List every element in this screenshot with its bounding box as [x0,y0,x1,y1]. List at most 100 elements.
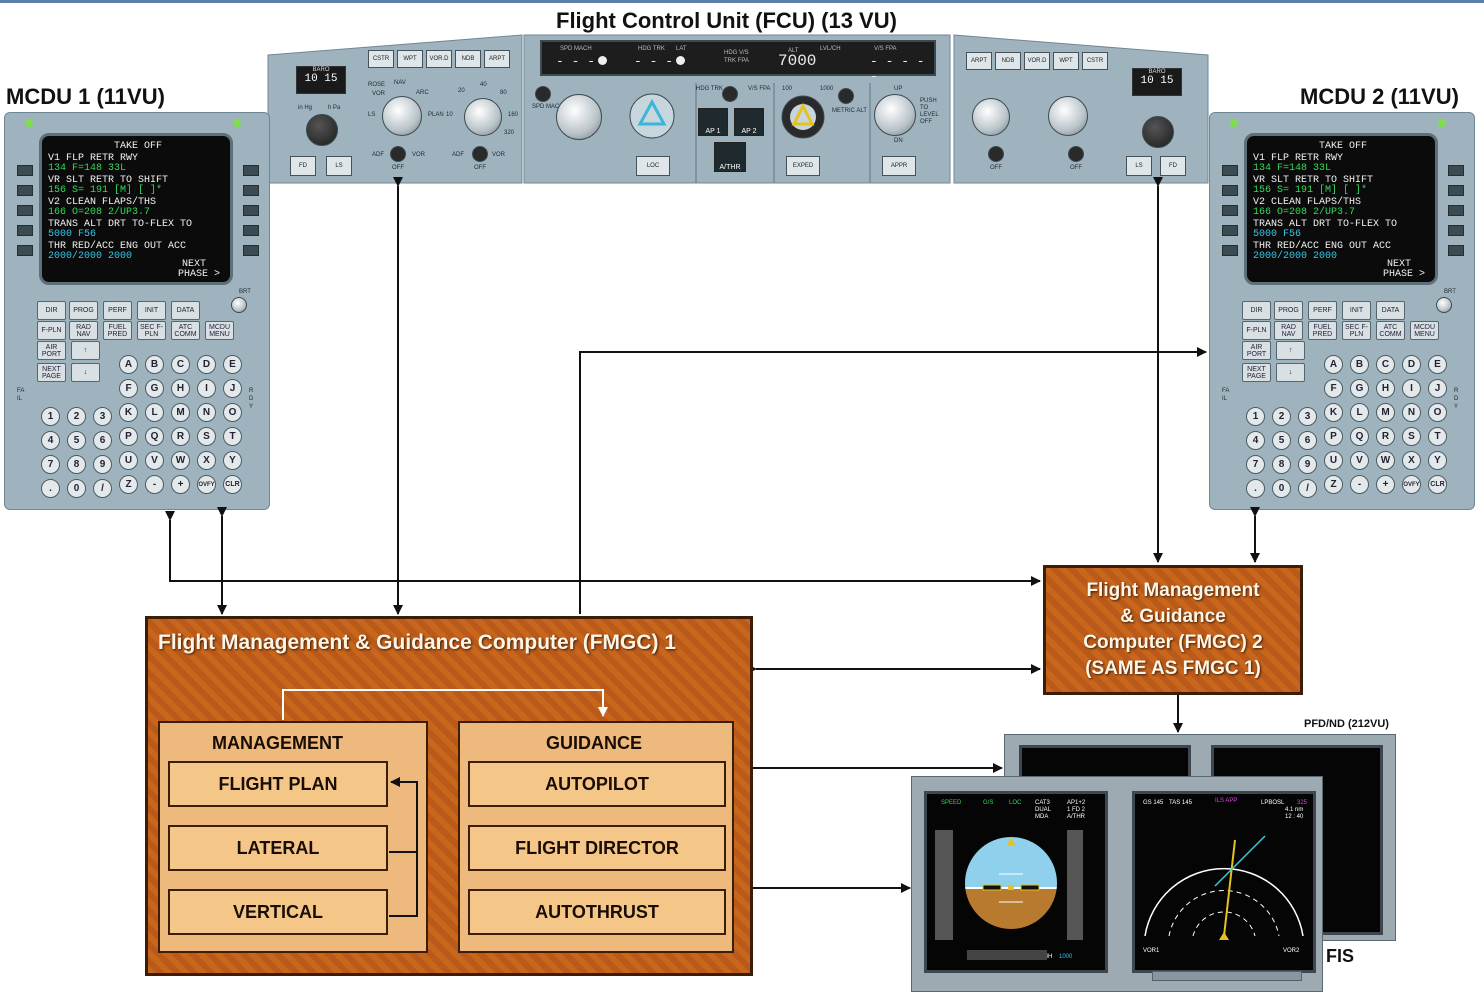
mcdu2-key-d[interactable]: D [1402,355,1421,374]
mcdu2-key-dot[interactable]: . [1246,479,1265,498]
mcdu2-key-l[interactable]: L [1350,403,1369,422]
mcdu2-key-slash[interactable]: / [1298,479,1317,498]
mcdu2-key-clr[interactable]: CLR [1428,475,1447,494]
mcdu2-brightness-knob[interactable] [1436,297,1452,313]
mcdu2-key-f[interactable]: F [1324,379,1343,398]
mcdu2-secfpln-key[interactable]: SEC F-PLN [1342,321,1371,340]
mcdu2-key-y[interactable]: Y [1428,451,1447,470]
mcdu2-key-i[interactable]: I [1402,379,1421,398]
mcdu1-lsk-1r[interactable] [243,165,259,176]
mcdu1-lsk-2r[interactable] [243,185,259,196]
wpt-button-left[interactable]: WPT [397,50,423,68]
mcdu1-airport-key[interactable]: AIR PORT [37,341,66,360]
mcdu1-key-0[interactable]: 0 [67,479,86,498]
baro-knob-right[interactable] [1142,116,1174,148]
mcdu1-key-b[interactable]: B [145,355,164,374]
mcdu1-key-d[interactable]: D [197,355,216,374]
mcdu2-key-e[interactable]: E [1428,355,1447,374]
metric-alt-button[interactable] [838,88,854,104]
mcdu1-key-v[interactable]: V [145,451,164,470]
nd-range-knob-left[interactable] [464,98,502,136]
mcdu1-lsk-3l[interactable] [17,205,33,216]
vord-button-right[interactable]: VOR.D [1024,52,1050,70]
mcdu1-key-k[interactable]: K [119,403,138,422]
mcdu1-key-w[interactable]: W [171,451,190,470]
mcdu2-key-6[interactable]: 6 [1298,431,1317,450]
mcdu1-key-3[interactable]: 3 [93,407,112,426]
mcdu2-lsk-1l[interactable] [1222,165,1238,176]
mcdu2-fuelpred-key[interactable]: FUEL PRED [1308,321,1337,340]
mcdu1-key-dot[interactable]: . [41,479,60,498]
wpt-button-right[interactable]: WPT [1053,52,1079,70]
cstr-button-left[interactable]: CSTR [368,50,394,68]
mcdu1-radnav-key[interactable]: RAD NAV [69,321,98,340]
mcdu1-fuelpred-key[interactable]: FUEL PRED [103,321,132,340]
mcdu2-key-k[interactable]: K [1324,403,1343,422]
mcdu1-nextpage-key[interactable]: NEXT PAGE [37,363,66,382]
loc-button[interactable]: LOC [636,156,670,176]
mcdu1-key-l[interactable]: L [145,403,164,422]
exped-button[interactable]: EXPED [786,156,820,176]
mcdu1-key-slash[interactable]: / [93,479,112,498]
mcdu1-up-arrow-key[interactable]: ↑ [71,341,100,360]
mcdu1-down-arrow-key[interactable]: ↓ [71,363,100,382]
mcdu1-key-5[interactable]: 5 [67,431,86,450]
mcdu2-key-g[interactable]: G [1350,379,1369,398]
mcdu2-key-t[interactable]: T [1428,427,1447,446]
mcdu1-key-ovfy[interactable]: OVFY [197,475,216,494]
mcdu2-key-3[interactable]: 3 [1298,407,1317,426]
ls-button-left[interactable]: LS [326,156,352,176]
mcdu1-key-q[interactable]: Q [145,427,164,446]
mcdu1-secfpln-key[interactable]: SEC F-PLN [137,321,166,340]
mcdu2-key-1[interactable]: 1 [1246,407,1265,426]
mcdu1-key-2[interactable]: 2 [67,407,86,426]
mcdu1-key-m[interactable]: M [171,403,190,422]
mcdu1-key-h[interactable]: H [171,379,190,398]
mcdu2-dir-key[interactable]: DIR [1242,301,1271,320]
mcdu1-key-8[interactable]: 8 [67,455,86,474]
ap2-button[interactable]: AP 2 [734,108,764,136]
arpt-button-right[interactable]: ARPT [966,52,992,70]
mcdu2-mcdumenu-key[interactable]: MCDU MENU [1410,321,1439,340]
mcdu2-key-n[interactable]: N [1402,403,1421,422]
mcdu2-key-2[interactable]: 2 [1272,407,1291,426]
mcdu1-key-i[interactable]: I [197,379,216,398]
mcdu2-atccomm-key[interactable]: ATC COMM [1376,321,1405,340]
mcdu1-key-r[interactable]: R [171,427,190,446]
mcdu2-key-ovfy[interactable]: OVFY [1402,475,1421,494]
nd-mode-knob-right[interactable] [1048,96,1088,136]
mcdu2-nextpage-key[interactable]: NEXT PAGE [1242,363,1271,382]
ap1-button[interactable]: AP 1 [698,108,728,136]
mcdu2-perf-key[interactable]: PERF [1308,301,1337,320]
cstr-button-right[interactable]: CSTR [1082,52,1108,70]
fd-button-left[interactable]: FD [290,156,316,176]
altitude-knob[interactable] [780,94,826,140]
speed-knob[interactable] [556,94,602,140]
adf-vor1-switch-right[interactable] [988,146,1004,162]
mcdu1-lsk-5l[interactable] [17,245,33,256]
mcdu1-key-minus[interactable]: - [145,475,164,494]
mcdu2-key-m[interactable]: M [1376,403,1395,422]
mcdu2-lsk-5r[interactable] [1448,245,1464,256]
vord-button-left[interactable]: VOR.D [426,50,452,68]
mcdu1-key-a[interactable]: A [119,355,138,374]
appr-button[interactable]: APPR [882,156,916,176]
mcdu1-dir-key[interactable]: DIR [37,301,66,320]
heading-knob[interactable] [628,92,676,140]
mcdu2-lsk-3l[interactable] [1222,205,1238,216]
mcdu1-init-key[interactable]: INIT [137,301,166,320]
mcdu2-up-arrow-key[interactable]: ↑ [1276,341,1305,360]
mcdu1-perf-key[interactable]: PERF [103,301,132,320]
fd-button-right[interactable]: FD [1160,156,1186,176]
mcdu1-key-4[interactable]: 4 [41,431,60,450]
mcdu2-key-5[interactable]: 5 [1272,431,1291,450]
mcdu1-key-t[interactable]: T [223,427,242,446]
mcdu1-lsk-4l[interactable] [17,225,33,236]
mcdu2-key-0[interactable]: 0 [1272,479,1291,498]
mcdu2-lsk-1r[interactable] [1448,165,1464,176]
mcdu1-key-clr[interactable]: CLR [223,475,242,494]
mcdu2-lsk-4r[interactable] [1448,225,1464,236]
vs-knob[interactable] [874,94,916,136]
mcdu1-fpln-key[interactable]: F-PLN [37,321,66,340]
nd-range-knob-right[interactable] [972,98,1010,136]
